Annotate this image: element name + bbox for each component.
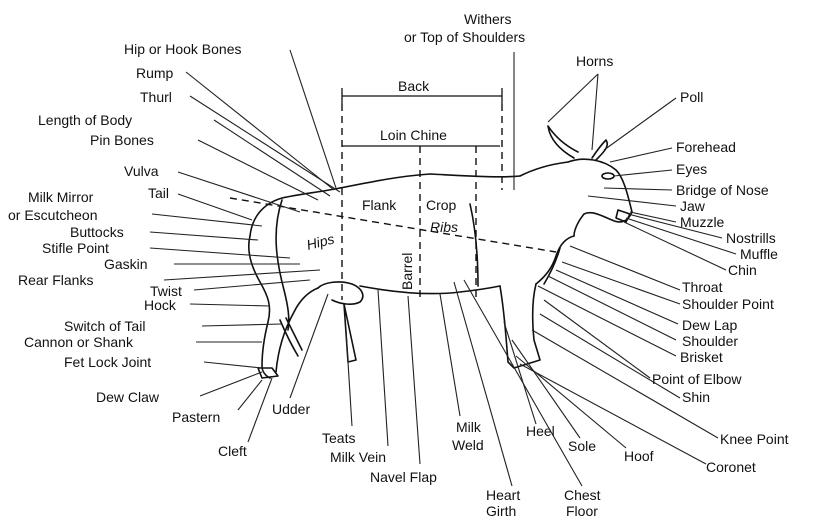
- label-knee-point: Knee Point: [720, 431, 789, 447]
- cow-rump: [250, 188, 340, 236]
- label-heart-girth-1: Heart: [486, 487, 520, 503]
- label-hips: Hips: [305, 231, 336, 253]
- label-hock: Hock: [144, 297, 177, 313]
- label-milk-weld-1: Milk: [456, 419, 482, 435]
- cow-tail: [276, 200, 289, 330]
- cow-rear-leg-front: [276, 288, 318, 372]
- label-jaw: Jaw: [680, 198, 706, 214]
- label-milk-weld-2: Weld: [452, 437, 484, 453]
- label-rump: Rump: [136, 65, 174, 81]
- label-udder: Udder: [272, 401, 310, 417]
- label-switch-of-tail: Switch of Tail: [64, 318, 145, 334]
- label-tail: Tail: [148, 185, 169, 201]
- label-length-of-body: Length of Body: [38, 112, 132, 128]
- label-thurl: Thurl: [140, 89, 172, 105]
- label-withers-1: Withers: [464, 11, 511, 27]
- cow-rear-hoof: [258, 368, 278, 378]
- label-crop: Crop: [426, 197, 457, 213]
- label-buttocks: Buttocks: [70, 224, 124, 240]
- label-back: Back: [398, 78, 430, 94]
- label-flank: Flank: [362, 197, 397, 213]
- cow-rear-leg-back: [249, 236, 270, 378]
- label-milk-mirror-2: or Escutcheon: [8, 207, 98, 223]
- label-pastern: Pastern: [172, 409, 220, 425]
- label-hip-or-hook-bones: Hip or Hook Bones: [124, 41, 242, 57]
- label-dew-lap: Dew Lap: [682, 317, 737, 333]
- label-fet-lock-joint: Fet Lock Joint: [64, 354, 151, 370]
- label-vulva: Vulva: [124, 163, 159, 179]
- label-coronet: Coronet: [706, 459, 756, 475]
- label-horns: Horns: [576, 53, 613, 69]
- label-milk-mirror-1: Milk Mirror: [28, 189, 94, 205]
- label-loin-chine: Loin Chine: [380, 127, 447, 143]
- label-throat: Throat: [682, 279, 723, 295]
- cow-front-leg: [500, 284, 540, 368]
- label-eyes: Eyes: [676, 161, 707, 177]
- label-cleft: Cleft: [218, 443, 247, 459]
- label-gaskin: Gaskin: [104, 256, 148, 272]
- label-dew-claw: Dew Claw: [96, 389, 160, 405]
- label-sole: Sole: [568, 438, 596, 454]
- cow-ear: [592, 140, 607, 160]
- cow-udder: [318, 282, 363, 304]
- label-bridge-of-nose: Bridge of Nose: [676, 182, 769, 198]
- cow-neck: [520, 162, 568, 176]
- label-point-of-elbow: Point of Elbow: [652, 371, 742, 387]
- label-teats: Teats: [322, 430, 355, 446]
- label-withers-2: or Top of Shoulders: [404, 29, 525, 45]
- cow-chest: [536, 236, 574, 284]
- label-poll: Poll: [680, 89, 703, 105]
- label-muffle: Muffle: [740, 246, 778, 262]
- label-pin-bones: Pin Bones: [90, 132, 154, 148]
- label-nostrills: Nostrills: [726, 230, 776, 246]
- label-heel: Heel: [526, 423, 555, 439]
- label-milk-vein: Milk Vein: [330, 449, 386, 465]
- cow-back-line: [340, 174, 520, 188]
- label-chest-floor-1: Chest: [564, 487, 601, 503]
- cow-horn: [548, 126, 578, 158]
- label-stifle-point: Stifle Point: [42, 240, 109, 256]
- label-brisket: Brisket: [680, 349, 723, 365]
- label-barrel: Barrel: [399, 253, 415, 290]
- cow-outline: [249, 126, 632, 378]
- label-cannon-or-shank: Cannon or Shank: [24, 334, 134, 350]
- label-chest-floor-2: Floor: [566, 503, 598, 519]
- label-shin: Shin: [682, 389, 710, 405]
- label-ribs: Ribs: [430, 219, 458, 235]
- cow-eye: [602, 173, 614, 179]
- label-navel-flap: Navel Flap: [370, 469, 437, 485]
- label-hoof: Hoof: [624, 448, 654, 464]
- label-shoulder-point: Shoulder Point: [682, 296, 774, 312]
- label-shoulder: Shoulder: [682, 333, 738, 349]
- cow-belly: [360, 286, 500, 294]
- label-rear-flanks: Rear Flanks: [18, 272, 93, 288]
- label-forehead: Forehead: [676, 139, 736, 155]
- label-chin: Chin: [728, 262, 757, 278]
- cow-rib-line: [470, 204, 478, 286]
- label-heart-girth-2: Girth: [486, 503, 516, 519]
- cow-muzzle: [616, 210, 630, 222]
- leader-lines: [150, 50, 736, 486]
- label-muzzle: Muzzle: [680, 214, 725, 230]
